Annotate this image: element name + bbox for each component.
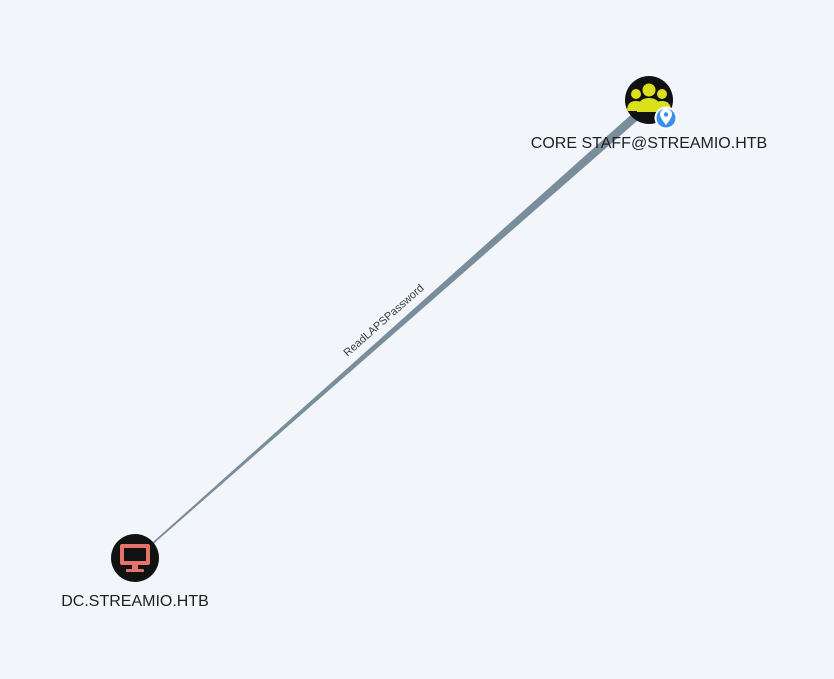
edge-label: ReadLAPSPassword: [342, 282, 427, 359]
monitor-icon: [120, 544, 150, 572]
computer-node[interactable]: DC.STREAMIO.HTB: [61, 534, 209, 610]
group-node[interactable]: CORE STAFF@STREAMIO.HTB: [531, 76, 767, 152]
location-pin-icon: [654, 106, 678, 130]
edge-line[interactable]: [135, 104, 643, 560]
edge-readlapspassword[interactable]: ReadLAPSPassword: [135, 104, 643, 560]
users-icon: [627, 83, 671, 112]
group-node-label: CORE STAFF@STREAMIO.HTB: [531, 135, 767, 152]
computer-node-label: DC.STREAMIO.HTB: [61, 593, 209, 610]
